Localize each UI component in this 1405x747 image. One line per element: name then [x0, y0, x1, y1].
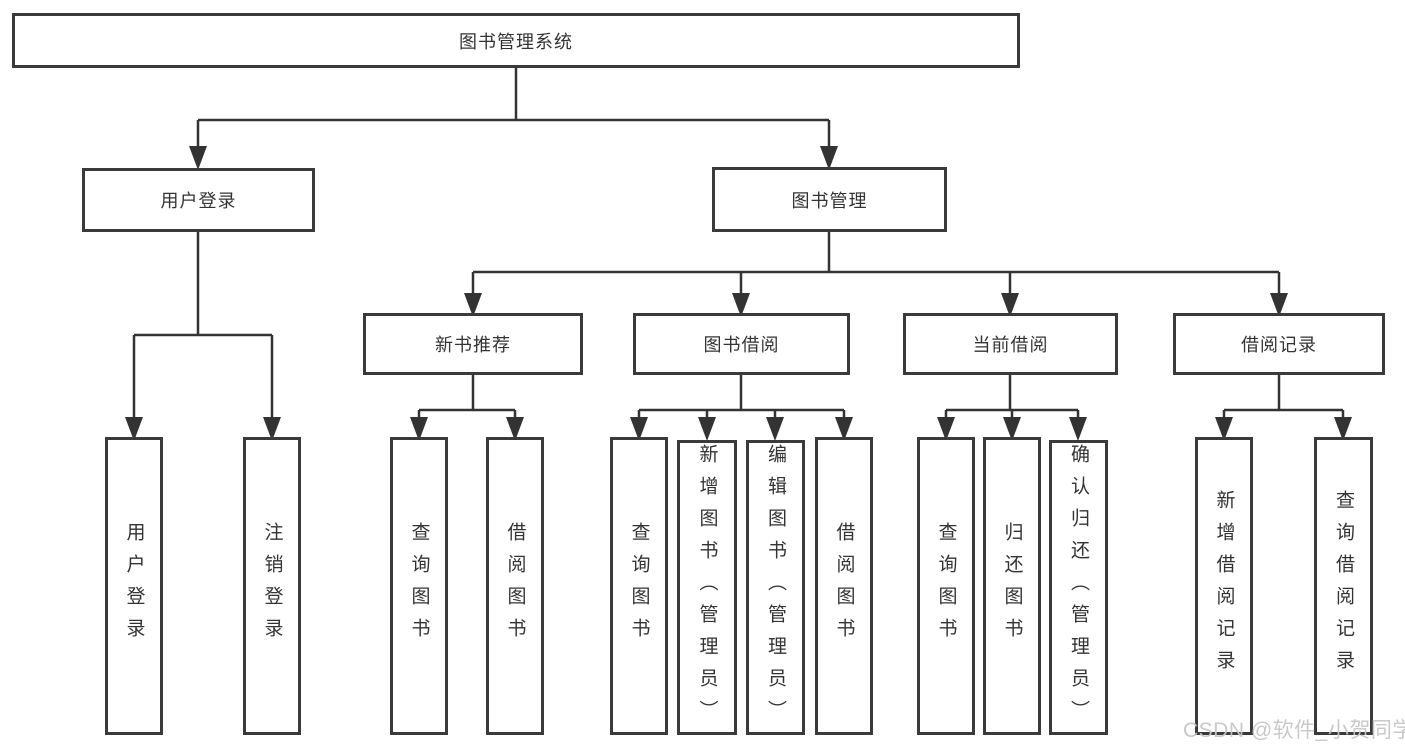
leaf-bb-borrow-books: 借阅图书 — [815, 437, 873, 735]
csdn-watermark: CSDN @软件_小贺同学 — [1183, 719, 1405, 742]
leaf-user-login-label: 用户登录 — [123, 522, 145, 650]
node-user-login-label: 用户登录 — [160, 191, 237, 211]
leaf-bb-add-books: 新增图书（管理员） — [677, 440, 737, 735]
node-book-borrowing-label: 图书借阅 — [703, 335, 780, 355]
leaf-bb-add-books-label: 新增图书（管理员） — [696, 443, 718, 732]
leaf-cb-query-books-label: 查询图书 — [935, 522, 957, 650]
leaf-cb-query-books: 查询图书 — [917, 437, 975, 735]
leaf-user-login: 用户登录 — [105, 437, 163, 735]
leaf-cb-return-books-label: 归还图书 — [1001, 522, 1023, 650]
arrowheads — [125, 146, 1352, 441]
node-root: 图书管理系统 — [12, 13, 1020, 68]
node-book-borrowing: 图书借阅 — [633, 313, 850, 375]
leaf-cb-return-books: 归还图书 — [983, 437, 1041, 735]
node-user-login: 用户登录 — [82, 168, 315, 232]
leaf-cb-confirm-return: 确认归还（管理员） — [1049, 440, 1108, 735]
node-new-book-recommend: 新书推荐 — [363, 313, 583, 375]
leaf-br-query-record-label: 查询借阅记录 — [1333, 490, 1354, 682]
node-borrowing-records: 借阅记录 — [1173, 313, 1385, 375]
node-current-borrowing-label: 当前借阅 — [972, 335, 1049, 355]
node-book-management-label: 图书管理 — [791, 190, 868, 211]
leaf-br-query-record: 查询借阅记录 — [1314, 437, 1373, 735]
node-book-management: 图书管理 — [712, 167, 947, 232]
leaf-logout: 注销登录 — [243, 437, 301, 735]
leaf-nb-borrow-books-label: 借阅图书 — [504, 522, 526, 650]
leaf-br-add-record-label: 新增借阅记录 — [1213, 490, 1235, 682]
leaf-bb-borrow-books-label: 借阅图书 — [833, 522, 855, 650]
leaf-nb-query-books: 查询图书 — [390, 437, 448, 735]
leaf-bb-query-books-label: 查询图书 — [628, 522, 650, 650]
leaf-bb-edit-books-label: 编辑图书（管理员） — [765, 443, 786, 732]
leaf-bb-query-books: 查询图书 — [610, 437, 668, 735]
leaf-nb-query-books-label: 查询图书 — [408, 522, 430, 650]
leaf-logout-label: 注销登录 — [261, 522, 283, 650]
leaf-nb-borrow-books: 借阅图书 — [486, 437, 544, 735]
node-current-borrowing: 当前借阅 — [903, 313, 1118, 375]
node-root-label: 图书管理系统 — [459, 31, 573, 52]
node-new-book-recommend-label: 新书推荐 — [435, 335, 511, 355]
leaf-cb-confirm-return-label: 确认归还（管理员） — [1068, 443, 1089, 732]
node-borrowing-records-label: 借阅记录 — [1241, 335, 1317, 355]
leaf-br-add-record: 新增借阅记录 — [1195, 437, 1253, 735]
leaf-bb-edit-books: 编辑图书（管理员） — [746, 440, 805, 735]
